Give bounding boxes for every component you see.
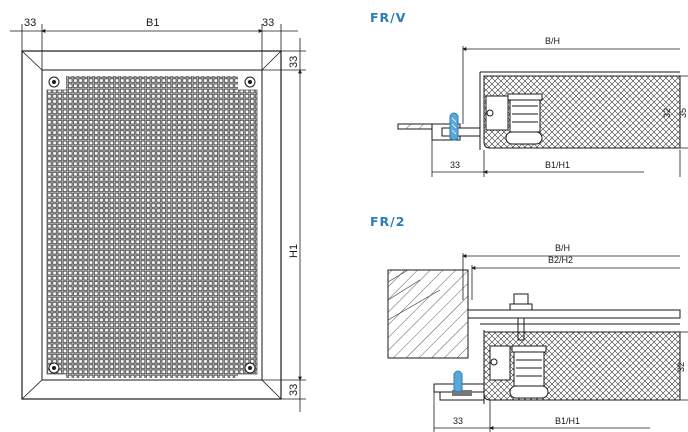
grille-mesh — [46, 89, 258, 375]
fr2-dim-flange: 33 — [453, 416, 463, 426]
dim-side-left: 33 — [24, 17, 36, 29]
dim-top: 33 — [288, 56, 300, 68]
fr2-bracket — [467, 293, 681, 341]
frv-dim-total: 35 — [678, 108, 688, 118]
frv-title: FR/V — [370, 10, 406, 25]
fr2-title: FR/2 — [370, 214, 405, 229]
fr2-dim-inner2: B2/H2 — [548, 255, 573, 265]
fr2-wall — [387, 269, 469, 359]
section-frv: FR/V B/H — [370, 10, 688, 177]
fr2-seal — [453, 370, 463, 393]
frv-dim-inner: B1/H1 — [545, 160, 570, 170]
section-fr2: FR/2 B/H B2/H2 — [370, 214, 688, 432]
frv-dim-thickness: 32 — [662, 108, 672, 118]
fr2-gasket — [452, 390, 472, 396]
frv-latch — [485, 93, 543, 145]
frv-dim-flange: 33 — [450, 160, 460, 170]
dim-height: H1 — [288, 244, 300, 258]
fr2-dim-outer: B/H — [555, 243, 570, 253]
frv-dim-outer: B/H — [545, 36, 560, 46]
corner-screw-icon — [48, 76, 60, 88]
corner-screw-icon — [244, 362, 256, 374]
dim-bottom: 33 — [288, 384, 300, 396]
fr2-latch — [489, 345, 549, 399]
front-view: 33 B1 33 33 H1 33 — [10, 17, 306, 412]
dim-width: B1 — [146, 17, 159, 29]
corner-screw-icon — [244, 76, 256, 88]
front-right-dimension — [262, 38, 306, 412]
fr2-dim-inner: B1/H1 — [555, 416, 580, 426]
grille-mesh-top — [66, 76, 238, 92]
corner-screw-icon — [48, 362, 60, 374]
grille-mesh-bottom — [66, 370, 238, 378]
fr2-dim-thickness: 32 — [676, 362, 686, 372]
dim-side-right: 33 — [262, 17, 274, 29]
frame-bevels — [21, 50, 282, 400]
frv-flange — [397, 123, 481, 141]
front-top-dimension — [10, 24, 298, 70]
